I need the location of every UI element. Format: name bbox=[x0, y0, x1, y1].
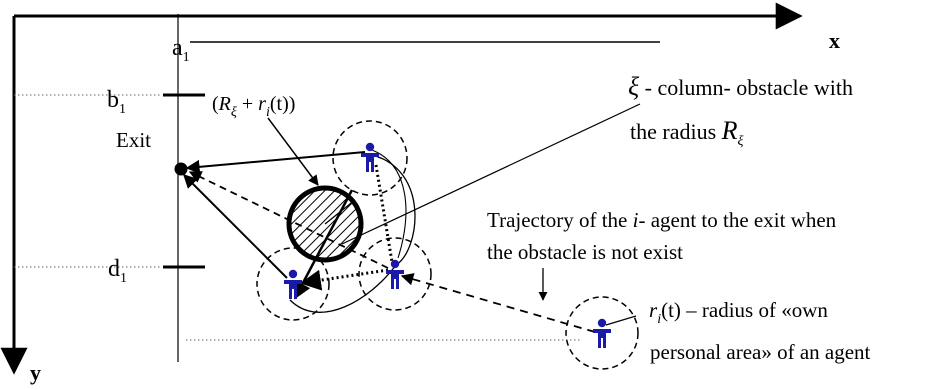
coord-d1-label: d1 bbox=[108, 256, 127, 286]
coord-a1-label: a1 bbox=[172, 35, 190, 65]
y-axis-label: y bbox=[30, 360, 41, 385]
trajectory-note-line2: the obstacle is not exist bbox=[487, 240, 683, 264]
personal-area-note-line1: ri(t) – radius of «own bbox=[649, 298, 828, 327]
arrow-bottom-to-exit bbox=[183, 174, 288, 279]
obstacle-note-line2: the radius Rξ bbox=[630, 116, 744, 149]
dashed-arrow-mid-to-exit bbox=[188, 171, 389, 269]
person-icon bbox=[593, 318, 611, 348]
personal-area-note-line2: personal area» of an agent bbox=[650, 340, 871, 364]
exit-dot-icon bbox=[174, 162, 188, 176]
trajectory-arc-inner bbox=[371, 149, 407, 259]
exit-label: Exit bbox=[116, 128, 151, 152]
radius-sum-label: (Rξ + ri(t)) bbox=[212, 93, 296, 120]
arrow-through-obstacle bbox=[293, 189, 354, 300]
agent-area-circle-far bbox=[565, 296, 639, 370]
axis-group bbox=[0, 2, 803, 375]
far-agent-radius-line bbox=[605, 315, 637, 326]
person-icon bbox=[361, 142, 379, 172]
trajectory-note-line1: Trajectory of the i- agent to the exit w… bbox=[487, 208, 837, 232]
arrow-top-to-exit bbox=[185, 151, 366, 174]
agent-area-circle-top bbox=[332, 120, 408, 196]
leader-obstacle-label bbox=[341, 103, 641, 245]
dashed-trajectory-far-agent bbox=[400, 273, 596, 333]
agent-area-circle-bottom bbox=[256, 247, 330, 321]
dotted-arrow-mid-to-bottom bbox=[299, 268, 389, 291]
person-icon bbox=[284, 269, 302, 299]
obstacle-note-line1: ξ - column- obstacle with bbox=[628, 72, 853, 101]
coord-b1-label: b1 bbox=[107, 87, 126, 117]
dotted-line-top-to-mid bbox=[374, 164, 394, 263]
x-axis-label: x bbox=[829, 28, 840, 53]
arrow-to-radius-label bbox=[267, 117, 319, 186]
agent-area-circle-mid bbox=[358, 237, 432, 311]
